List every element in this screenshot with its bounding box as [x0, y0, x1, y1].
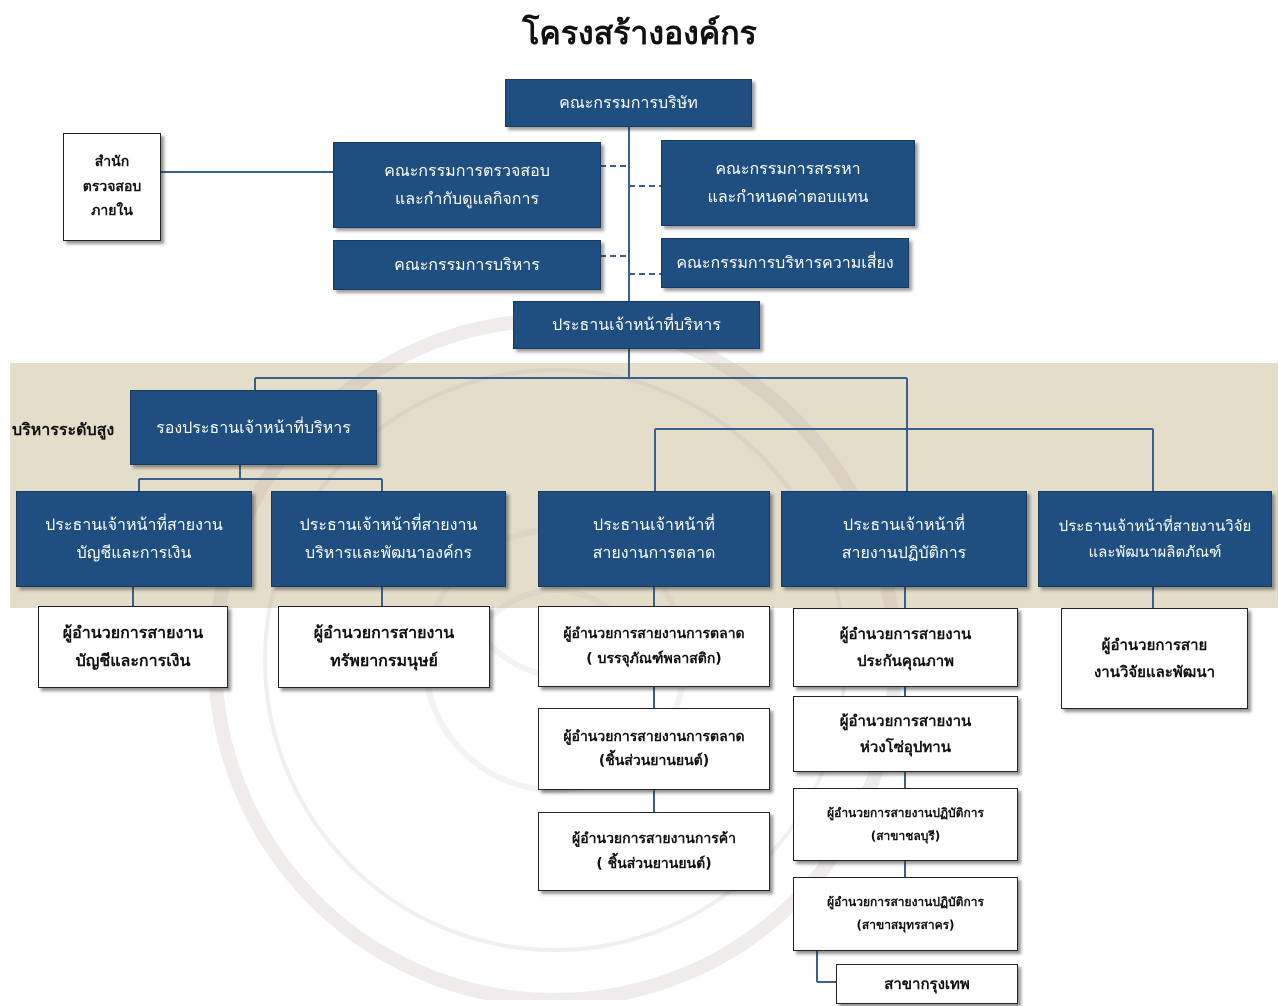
coo-node: ประธานเจ้าหน้าที่ สายงานปฏิบัติการ [781, 491, 1027, 587]
page-title: โครงสร้างองค์กร [522, 14, 757, 52]
internal-audit-node: สำนัก ตรวจสอบ ภายใน [63, 133, 161, 241]
cmo-node: ประธานเจ้าหน้าที่ สายงานการตลาด [538, 491, 770, 587]
risk-committee-node: คณะกรรมการบริหารความเสี่ยง [661, 238, 909, 288]
director-quality-assurance-node: ผู้อำนวยการสายงาน ประกันคุณภาพ [793, 608, 1018, 687]
nomination-committee-node: คณะกรรมการสรรหา และกำหนดค่าตอบแทน [661, 140, 915, 226]
director-hr-node: ผู้อำนวยการสายงาน ทรัพยากรมนุษย์ [278, 606, 490, 688]
audit-committee-node: คณะกรรมการตรวจสอบ และกำกับดูแลกิจการ [333, 142, 601, 228]
director-marketing-plastic-node: ผู้อำนวยการสายงานการตลาด ( บรรจุภัณฑ์พลา… [538, 606, 770, 687]
cho-node: ประธานเจ้าหน้าที่สายงาน บริหารและพัฒนาอง… [271, 491, 506, 587]
ceo-node: ประธานเจ้าหน้าที่บริหาร [513, 301, 760, 349]
director-trade-auto-node: ผู้อำนวยการสายงานการค้า ( ชิ้นส่วนยานยนต… [538, 812, 770, 891]
board-of-directors-node: คณะกรรมการบริษัท [505, 79, 752, 127]
director-operations-chonburi-node: ผู้อำนวยการสายงานปฏิบัติการ (สาขาชลบุรี) [793, 788, 1018, 861]
executive-level-label: บริหารระดับสูง [12, 420, 115, 439]
director-rnd-node: ผู้อำนวยการสาย งานวิจัยและพัฒนา [1061, 608, 1248, 709]
director-supply-chain-node: ผู้อำนวยการสายงาน ห่วงโซ่อุปทาน [793, 696, 1018, 772]
director-operations-samutsakhon-node: ผู้อำนวยการสายงานปฏิบัติการ (สาขาสมุทรสา… [793, 877, 1018, 951]
cfo-node: ประธานเจ้าหน้าที่สายงาน บัญชีและการเงิน [16, 491, 252, 587]
director-accounting-node: ผู้อำนวยการสายงาน บัญชีและการเงิน [38, 606, 228, 688]
executive-committee-node: คณะกรรมการบริหาร [333, 240, 601, 290]
director-marketing-auto-node: ผู้อำนวยการสายงานการตลาด (ชิ้นส่วนยานยนต… [538, 708, 770, 790]
deputy-ceo-node: รองประธานเจ้าหน้าที่บริหาร [130, 390, 377, 465]
bangkok-branch-node: สาขากรุงเทพ [836, 964, 1018, 1004]
crdo-node: ประธานเจ้าหน้าที่สายงานวิจัย และพัฒนาผลิ… [1038, 491, 1272, 587]
